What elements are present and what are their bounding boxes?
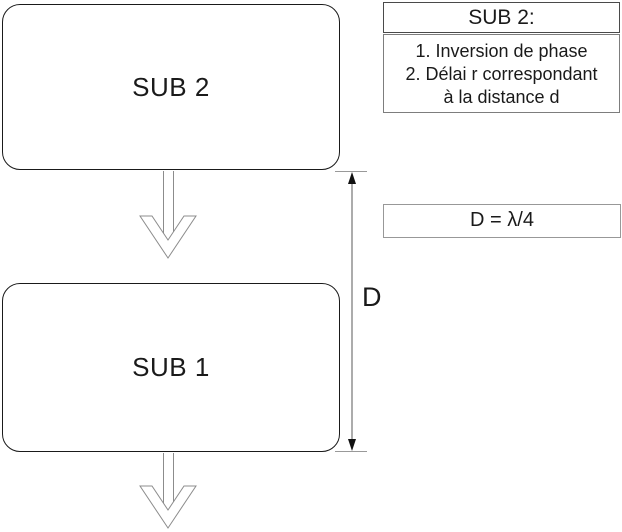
legend-item: 2. Délai r correspondant xyxy=(405,64,598,84)
down-arrow-icon xyxy=(139,171,197,259)
legend-title: SUB 2: xyxy=(383,2,620,33)
node-sub1: SUB 1 xyxy=(2,283,340,452)
dimension-line xyxy=(335,171,367,452)
legend-panel: SUB 2: 1. Inversion de phase 2. Délai r … xyxy=(383,2,620,113)
legend-item: 1. Inversion de phase xyxy=(415,41,588,61)
dimension-arrowhead-down-icon xyxy=(348,439,356,451)
legend-body: 1. Inversion de phase 2. Délai r corresp… xyxy=(383,34,620,113)
formula-box: D = λ/4 xyxy=(383,204,621,238)
node-sub1-label: SUB 1 xyxy=(132,352,210,382)
node-sub2-label: SUB 2 xyxy=(132,71,210,102)
node-sub2: SUB 2 xyxy=(2,4,340,170)
dimension-label: D xyxy=(362,282,382,312)
dimension-arrowhead-up-icon xyxy=(348,172,356,184)
legend-item: à la distance d xyxy=(443,87,560,107)
down-arrow-icon xyxy=(139,453,197,529)
